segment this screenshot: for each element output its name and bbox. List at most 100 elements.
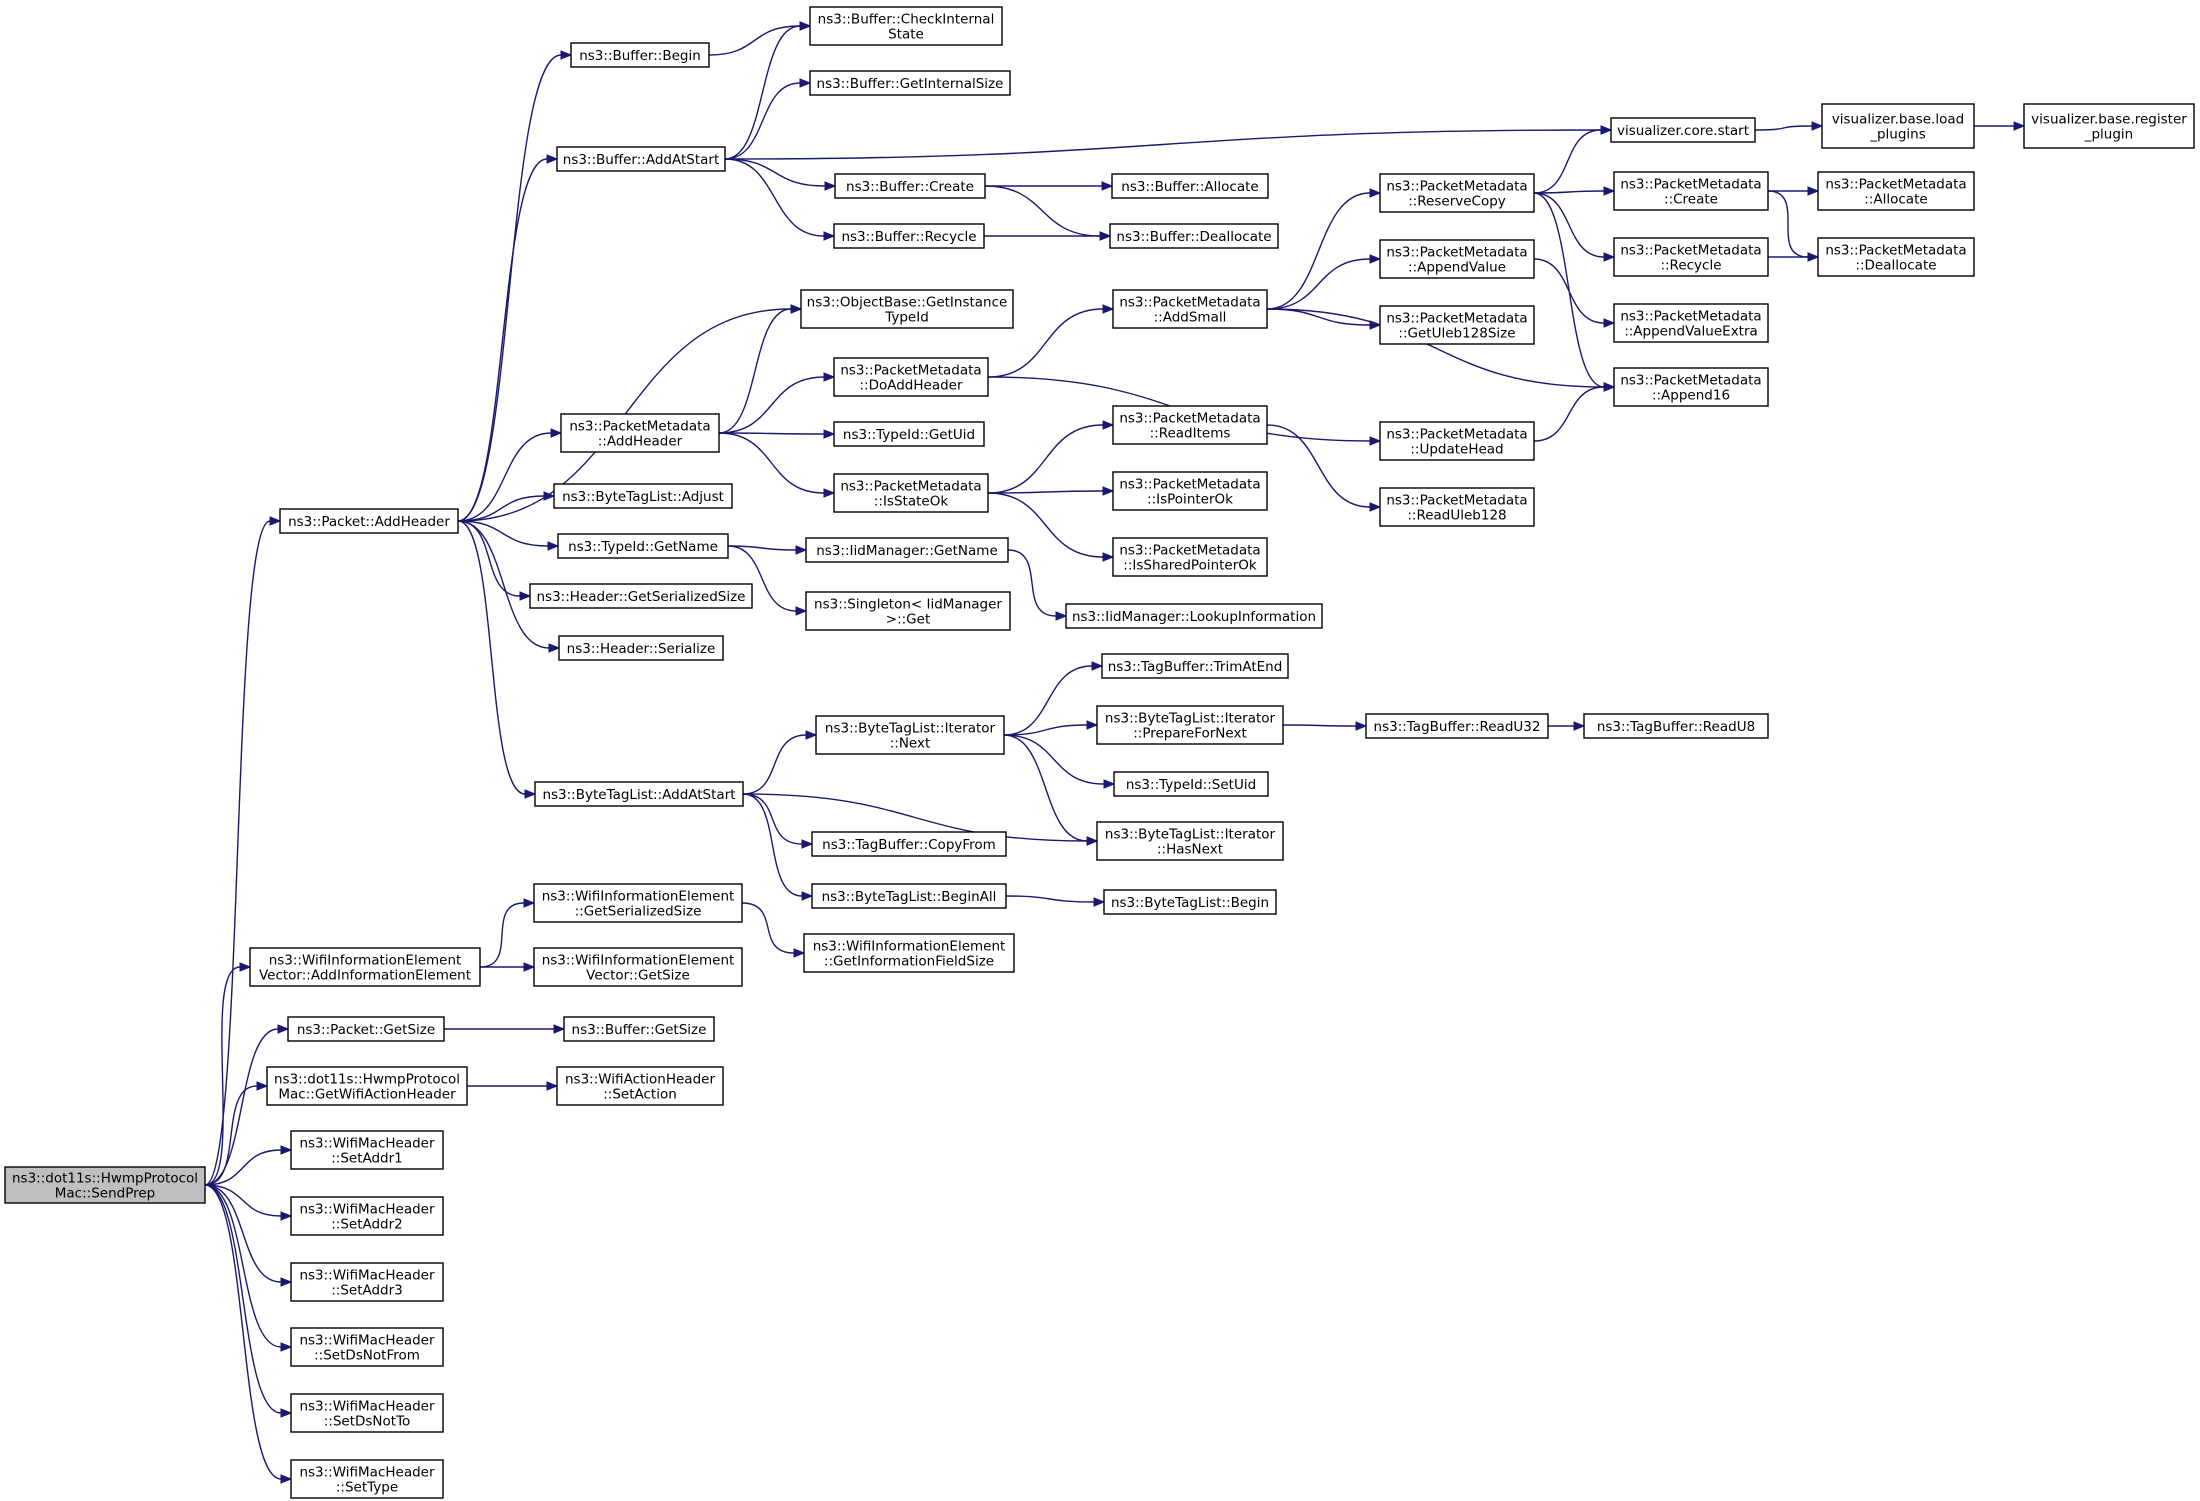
arrowhead — [795, 545, 808, 555]
node-buf-getsize[interactable]: ns3::Buffer::GetSize — [563, 1016, 715, 1042]
node-iid-getname[interactable]: ns3::IidManager::GetName — [805, 537, 1009, 563]
arrowhead — [560, 50, 573, 60]
node-pm-isstateok[interactable]: ns3::PacketMetadata::IsStateOk — [833, 473, 989, 513]
node-btl-beginall[interactable]: ns3::ByteTagList::BeginAll — [811, 883, 1007, 909]
node-setdsnotfrom[interactable]: ns3::WifiMacHeader::SetDsNotFrom — [290, 1327, 444, 1367]
node-btl-begin[interactable]: ns3::ByteTagList::Begin — [1103, 889, 1277, 915]
arrowhead — [1369, 254, 1382, 264]
node-buf-create[interactable]: ns3::Buffer::Create — [834, 173, 986, 199]
node-pm-readuleb[interactable]: ns3::PacketMetadata::ReadUleb128 — [1379, 487, 1535, 527]
node-pm-ispointerok[interactable]: ns3::PacketMetadata::IsPointerOk — [1112, 471, 1268, 511]
node-box — [1112, 405, 1268, 445]
node-label: ns3::PacketMetadata — [1386, 311, 1527, 327]
node-pm-readitems[interactable]: ns3::PacketMetadata::ReadItems — [1112, 405, 1268, 445]
node-iid-lookup[interactable]: ns3::IidManager::LookupInformation — [1065, 603, 1323, 629]
node-vis-base-load[interactable]: visualizer.base.load_plugins — [1821, 103, 1975, 149]
node-pm-allocate[interactable]: ns3::PacketMetadata::Allocate — [1817, 171, 1975, 211]
node-setdsnotto[interactable]: ns3::WifiMacHeader::SetDsNotTo — [290, 1393, 444, 1433]
node-btl-adjust[interactable]: ns3::ByteTagList::Adjust — [553, 483, 733, 509]
node-pm-issharedok[interactable]: ns3::PacketMetadata::IsSharedPointerOk — [1112, 537, 1268, 577]
node-setaddr2[interactable]: ns3::WifiMacHeader::SetAddr2 — [290, 1196, 444, 1236]
node-box — [1112, 537, 1268, 577]
node-pm-create[interactable]: ns3::PacketMetadata::Create — [1613, 171, 1769, 211]
node-typeid-getname[interactable]: ns3::TypeId::GetName — [557, 533, 729, 559]
node-pm-reservecopy[interactable]: ns3::PacketMetadata::ReserveCopy — [1379, 173, 1535, 213]
node-buf-deallocate[interactable]: ns3::Buffer::Deallocate — [1109, 223, 1279, 249]
node-label: ::IsPointerOk — [1147, 492, 1233, 508]
node-box — [800, 289, 1014, 329]
node-pm-updatehead[interactable]: ns3::PacketMetadata::UpdateHead — [1379, 421, 1535, 461]
edge-pm-doaddheader-to-pm-addsmall — [987, 308, 1104, 378]
node-tb-readu32[interactable]: ns3::TagBuffer::ReadU32 — [1365, 713, 1549, 739]
node-pm-append16[interactable]: ns3::PacketMetadata::Append16 — [1613, 367, 1769, 407]
node-tb-readu8[interactable]: ns3::TagBuffer::ReadU8 — [1583, 713, 1769, 739]
node-hdr-getser[interactable]: ns3::Header::GetSerializedSize — [529, 583, 753, 609]
node-pm-deallocate[interactable]: ns3::PacketMetadata::Deallocate — [1817, 237, 1975, 277]
node-wah-setaction[interactable]: ns3::WifiActionHeader::SetAction — [556, 1066, 724, 1106]
node-pm-getuleb[interactable]: ns3::PacketMetadata::GetUleb128Size — [1379, 305, 1535, 345]
arrowhead — [1355, 721, 1368, 731]
node-tb-trimatend[interactable]: ns3::TagBuffer::TrimAtEnd — [1101, 653, 1289, 679]
node-box — [833, 223, 985, 249]
node-pm-addsmall[interactable]: ns3::PacketMetadata::AddSmall — [1112, 289, 1268, 329]
node-btl-it-prepare[interactable]: ns3::ByteTagList::Iterator::PrepareForNe… — [1096, 705, 1284, 745]
node-box — [556, 146, 726, 172]
node-setaddr1[interactable]: ns3::WifiMacHeader::SetAddr1 — [290, 1130, 444, 1170]
node-typeid-getuid[interactable]: ns3::TypeId::GetUid — [833, 421, 985, 447]
arrowhead — [795, 606, 808, 616]
node-pm-doaddheader[interactable]: ns3::PacketMetadata::DoAddHeader — [833, 357, 989, 397]
edge-btl-it-next-to-typeid-setuid — [1003, 734, 1105, 785]
node-buf-recycle[interactable]: ns3::Buffer::Recycle — [833, 223, 985, 249]
node-btl-addatstart[interactable]: ns3::ByteTagList::AddAtStart — [534, 781, 744, 807]
node-buf-addatstart[interactable]: ns3::Buffer::AddAtStart — [556, 146, 726, 172]
node-box — [1109, 223, 1279, 249]
arrowhead — [1603, 382, 1616, 392]
node-hdr-serialize[interactable]: ns3::Header::Serialize — [558, 635, 724, 661]
edge-buf-addatstart-to-buf-create — [724, 158, 826, 187]
node-pm-recycle[interactable]: ns3::PacketMetadata::Recycle — [1613, 237, 1769, 277]
node-tb-copyfrom[interactable]: ns3::TagBuffer::CopyFrom — [811, 831, 1007, 857]
node-box — [533, 947, 743, 987]
node-pkt-getsize[interactable]: ns3::Packet::GetSize — [287, 1016, 445, 1042]
node-vis-base-register[interactable]: visualizer.base.register_plugin — [2023, 103, 2195, 149]
node-label: ns3::Buffer::Create — [846, 179, 974, 195]
node-label: ns3::TagBuffer::ReadU8 — [1597, 719, 1755, 735]
node-box — [809, 6, 1003, 46]
node-pm-addheader[interactable]: ns3::PacketMetadata::AddHeader — [560, 413, 720, 453]
node-label: visualizer.core.start — [1617, 123, 1749, 139]
node-label: ns3::TypeId::GetName — [568, 539, 718, 555]
edge-root-to-hwmp-getaction — [204, 1085, 258, 1186]
edge-btl-it-prepare-to-tb-readu32 — [1282, 724, 1357, 727]
node-wie-vec-add[interactable]: ns3::WifiInformationElementVector::AddIn… — [249, 947, 481, 987]
node-vis-core-start[interactable]: visualizer.core.start — [1610, 117, 1756, 143]
node-label: ns3::WifiInformationElement — [269, 953, 462, 969]
node-pm-appendvalueextra[interactable]: ns3::PacketMetadata::AppendValueExtra — [1613, 303, 1769, 343]
node-singleton-get[interactable]: ns3::Singleton< IidManager>::Get — [805, 591, 1011, 631]
node-hwmp-getaction[interactable]: ns3::dot11s::HwmpProtocolMac::GetWifiAct… — [266, 1066, 468, 1106]
node-box — [809, 70, 1011, 96]
edge-pkt-addheader-to-pm-addheader — [457, 432, 552, 522]
node-btl-it-hasnext[interactable]: ns3::ByteTagList::Iterator::HasNext — [1096, 821, 1284, 861]
node-wie-getinfosize[interactable]: ns3::WifiInformationElement::GetInformat… — [803, 933, 1015, 973]
node-pkt-addheader[interactable]: ns3::Packet::AddHeader — [279, 508, 459, 534]
node-wie-getser[interactable]: ns3::WifiInformationElement::GetSerializ… — [533, 883, 743, 923]
node-setaddr3[interactable]: ns3::WifiMacHeader::SetAddr3 — [290, 1262, 444, 1302]
node-label: ns3::TagBuffer::CopyFrom — [822, 837, 996, 853]
node-label: ns3::IidManager::GetName — [816, 543, 998, 559]
edge-pm-reservecopy-to-pm-recycle — [1533, 192, 1605, 258]
node-label: ::SetAction — [603, 1087, 677, 1103]
node-wie-vec-getsize[interactable]: ns3::WifiInformationElementVector::GetSi… — [533, 947, 743, 987]
node-pm-appendvalue[interactable]: ns3::PacketMetadata::AppendValue — [1379, 239, 1535, 279]
node-typeid-setuid[interactable]: ns3::TypeId::SetUid — [1113, 771, 1269, 797]
node-buf-begin[interactable]: ns3::Buffer::Begin — [570, 42, 710, 68]
node-label: ::DoAddHeader — [859, 378, 962, 394]
node-btl-it-next[interactable]: ns3::ByteTagList::Iterator::Next — [815, 715, 1005, 755]
node-buf-allocate[interactable]: ns3::Buffer::Allocate — [1111, 173, 1269, 199]
node-settype[interactable]: ns3::WifiMacHeader::SetType — [290, 1459, 444, 1499]
node-buf-getinternal[interactable]: ns3::Buffer::GetInternalSize — [809, 70, 1011, 96]
node-box — [1112, 289, 1268, 329]
node-label: ns3::PacketMetadata — [1386, 427, 1527, 443]
